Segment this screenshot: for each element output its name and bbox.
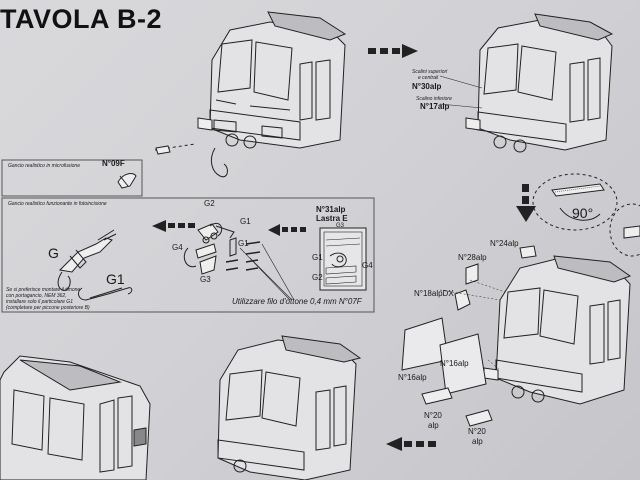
locomotive-cab-top-center	[197, 11, 347, 149]
locomotive-cab-top-right	[465, 13, 614, 153]
locomotive-cab-bottom-center	[217, 335, 362, 480]
label-g1-a: G1	[240, 217, 251, 226]
magnified-step-detail	[532, 173, 640, 257]
label-upper-steps-2: e centrali	[418, 75, 439, 81]
assembled-hook-drawing	[57, 229, 133, 301]
label-n18alpdx: N°18alpDX	[414, 289, 454, 298]
label-n17alp: N°17alp	[420, 102, 450, 111]
label-g1-b: G1	[238, 239, 249, 248]
arrow-left-sheet	[268, 224, 306, 236]
label-g3: G3	[200, 275, 211, 284]
label-n31alp: N°31alp	[316, 205, 346, 214]
arrow-right-top	[368, 44, 418, 58]
label-g2: G2	[204, 199, 215, 208]
locomotive-cab-bottom-left	[0, 355, 151, 480]
sheet-label-g4: G4	[362, 261, 373, 270]
arrow-left-box	[152, 220, 195, 232]
label-n09f: N°09F	[102, 159, 125, 168]
arrow-left-bottom	[386, 437, 436, 451]
note-line-3: installare solo il particolare G1	[6, 299, 73, 305]
page-title: TAVOLA B-2	[0, 4, 162, 34]
note-line-4: (completare per piccone posteriore B)	[6, 305, 90, 311]
arrow-down	[516, 184, 536, 222]
note-line-1: Se si preferisce montare il timone	[6, 287, 81, 293]
label-g: G	[48, 245, 59, 261]
label-n16alp-a: N°16alp	[440, 359, 469, 368]
label-brass-wire: Utilizzare filo d'ottone 0,4 mm N°07F	[232, 297, 362, 306]
label-microfusion-hook: Gancio realistico in microfusione	[8, 163, 80, 169]
label-g1-big: G1	[106, 271, 125, 287]
exploded-hook-parts	[183, 222, 295, 301]
box-photoetched-hook	[1, 197, 375, 313]
sheet-label-g1: G1	[312, 253, 323, 262]
label-lastra-e: Lastra E	[316, 214, 348, 223]
box-microfusion-hook	[1, 159, 143, 197]
lastra-e-sheet	[319, 227, 367, 291]
label-n16alp-b: N°16alp	[398, 373, 427, 382]
label-90-degrees: 90°	[572, 205, 594, 221]
locomotive-cab-middle-right	[483, 255, 632, 405]
label-alp-a: alp	[428, 421, 439, 430]
label-n24alp: N°24alp	[490, 239, 519, 248]
label-photoetched-hook: Gancio realistico funzionante in fotoinc…	[8, 201, 107, 207]
label-alp-b: alp	[472, 437, 483, 446]
sheet-label-g2: G2	[312, 273, 323, 282]
label-lower-step: Scalino inferiore	[416, 96, 452, 102]
label-upper-steps-1: Scalini superiori	[412, 69, 448, 75]
label-n20-a: N°20	[424, 411, 442, 420]
label-n30alp: N°30alp	[412, 82, 442, 91]
label-n20-b: N°20	[468, 427, 486, 436]
sheet-label-g3: G3	[336, 223, 345, 229]
label-g4: G4	[172, 243, 183, 252]
note-line-2: con portagancio, NEM 362,	[6, 293, 67, 299]
label-n28alp: N°28alp	[458, 253, 487, 262]
